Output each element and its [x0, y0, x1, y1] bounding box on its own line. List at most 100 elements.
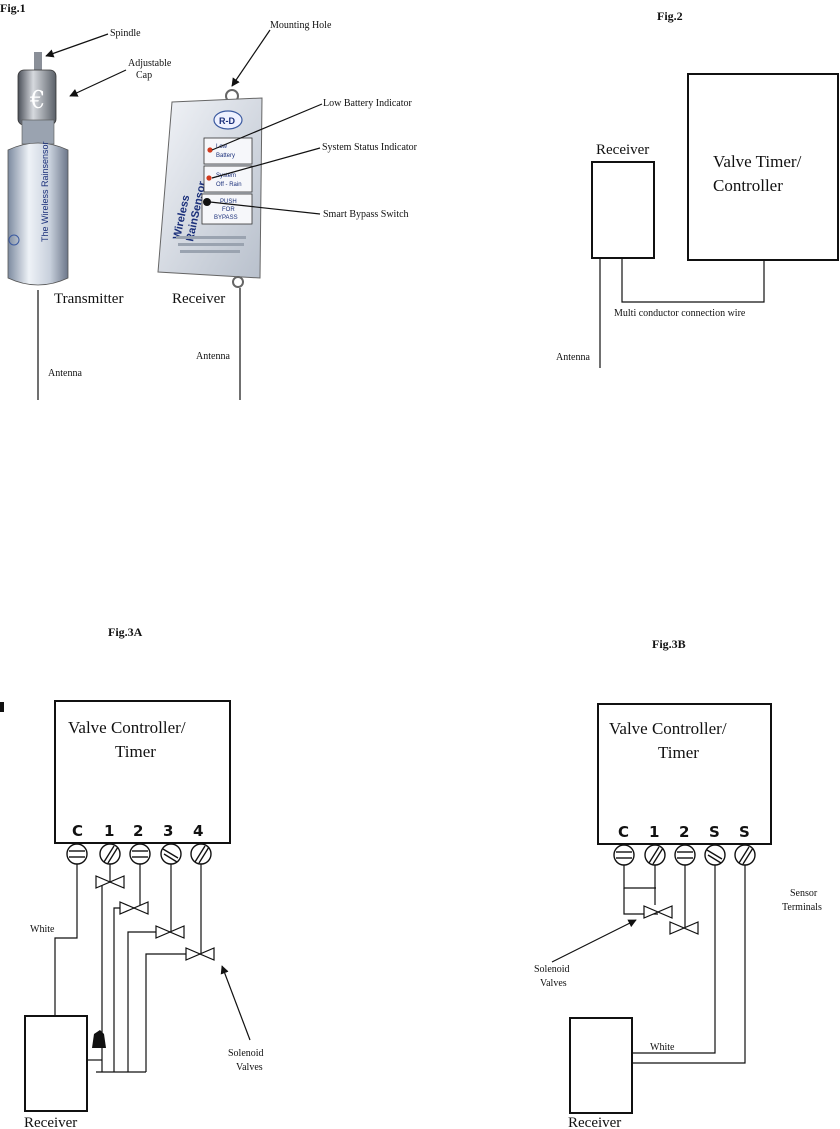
leader-bypass-switch [209, 201, 321, 215]
fig3b-terminal-screw-s2 [734, 844, 756, 866]
fig3a-terminal-screw-3 [160, 843, 182, 865]
fig3b-terminal-label-2: 2 [679, 823, 689, 841]
receiver-fineprint-2 [178, 243, 244, 246]
fig2-antenna-label: Antenna [556, 352, 590, 363]
fig3a-controller-label-2: Timer [115, 742, 156, 761]
fig3a-solenoid-arrow [220, 965, 251, 1041]
fig3b-terminal-label-1: 1 [649, 823, 659, 841]
panel-system-status [203, 165, 253, 193]
fig3a: Fig.3A Valve Controller/ Timer C 1 2 3 4 [0, 625, 264, 1129]
fig2-connection-wire [621, 258, 765, 303]
panel-bypass [201, 193, 253, 225]
fig3b-solenoid-arrow [551, 919, 637, 963]
receiver-logo [213, 110, 243, 130]
receiver-fineprint-1 [176, 236, 246, 239]
fig3b-sensor-label-1: Sensor [790, 888, 818, 899]
fig2-wire-label: Multi conductor connection wire [614, 308, 746, 319]
transmitter-body [7, 142, 69, 286]
transmitter-spindle [34, 52, 42, 72]
fig3a-terminal-screw-2 [129, 843, 151, 865]
bypass-switch-button [203, 198, 211, 206]
panel-low-1: Low [216, 144, 228, 150]
label-antenna-right: Antenna [196, 351, 230, 362]
fig3b-wire-common-top [623, 865, 656, 889]
receiver-fineprint-3 [180, 250, 240, 253]
fig2-receiver-label: Receiver [596, 142, 649, 158]
fig3a-terminal-label-1: 1 [104, 822, 114, 840]
fig1-title: Fig.1 [0, 1, 26, 15]
fig3b-white-label: White [650, 1042, 675, 1053]
fig3b-terminal-screw-2 [674, 844, 696, 866]
fig2-title: Fig.2 [657, 9, 683, 23]
mounting-hole-bottom [232, 276, 244, 288]
fig3a-white-label: White [30, 924, 55, 935]
fig3a-solenoid-valve-2 [119, 901, 149, 915]
panel-bypass-3: BYPASS [214, 215, 238, 221]
fig3b-terminal-screw-1 [644, 844, 666, 866]
label-transmitter: Transmitter [54, 291, 123, 307]
fig3b-terminal-screw-c [613, 844, 635, 866]
fig3b-solenoid-label-1: Solenoid [534, 964, 570, 975]
fig3b-receiver-label: Receiver [568, 1115, 621, 1129]
arrow-mounting-hole [231, 29, 271, 87]
panel-bypass-2: FOR [222, 207, 235, 213]
fig3a-terminal-label-3: 3 [163, 822, 173, 840]
fig3a-controller-box [54, 700, 231, 844]
fig3a-receiver-label: Receiver [24, 1115, 77, 1129]
label-spindle: Spindle [110, 28, 141, 39]
fig3a-edge-mark [0, 702, 4, 712]
transmitter-neck [21, 119, 55, 145]
panel-status-1: System [216, 173, 236, 179]
receiver-logo-text: R-D [219, 116, 235, 126]
fig3a-solenoid-valve-1 [95, 875, 125, 889]
fig3a-solenoid-valve-4 [185, 947, 215, 961]
transmitter-device: € The Wireless Rainsensor [7, 52, 69, 286]
fig3b-sensor-label-2: Terminals [782, 902, 822, 913]
fig3b-wire-sensor1 [632, 865, 716, 1054]
fig2-controller-label-2: Controller [713, 176, 783, 195]
fig3a-terminal-screw-4 [190, 843, 212, 865]
label-mounting-hole: Mounting Hole [270, 20, 332, 31]
receiver-device: R-D Wireless RainSensor Low Battery Syst… [157, 89, 263, 288]
fig3b-solenoid-label-2: Valves [540, 978, 567, 989]
fig3b-terminal-label-c: C [618, 823, 629, 841]
fig3a-solenoid-valve-3 [155, 925, 185, 939]
fig3b-receiver-box [569, 1017, 633, 1114]
fig3a-wire-zone4 [145, 864, 202, 1072]
fig3a-solenoid-label-2: Valves [236, 1062, 263, 1073]
leader-system-status [211, 147, 321, 179]
fig3a-title: Fig.3A [108, 625, 143, 639]
label-adjustable-cap-2: Cap [136, 70, 152, 81]
label-receiver-fig1: Receiver [172, 291, 225, 307]
fig3b-terminal-label-s1: S [709, 823, 720, 841]
transmitter-brand: The Wireless Rainsensor [40, 141, 50, 242]
label-adjustable-cap-1: Adjustable [128, 58, 172, 69]
panel-bypass-1: PUSH [220, 199, 237, 205]
fig3a-wire-zone2 [113, 864, 141, 1072]
system-status-led [206, 175, 212, 181]
fig3a-solenoid-label-1: Solenoid [228, 1048, 264, 1059]
fig2-controller-box [687, 73, 839, 261]
fig3a-wire-nut-icon [92, 1030, 106, 1048]
fig3b-controller-label-2: Timer [658, 743, 699, 762]
fig3a-terminal-label-4: 4 [193, 822, 203, 840]
arrow-spindle [45, 33, 109, 58]
fig2-controller-label-1: Valve Timer/ [713, 152, 802, 171]
fig3a-terminal-label-c: C [72, 822, 83, 840]
label-bypass-switch: Smart Bypass Switch [323, 209, 409, 220]
fig2: Fig.2 Receiver Valve Timer/ Controller M… [556, 9, 839, 368]
label-antenna-left: Antenna [48, 368, 82, 379]
fig3b-controller-label-1: Valve Controller/ [609, 719, 727, 738]
panel-status-2: Off - Rain [216, 182, 242, 188]
fig2-receiver-box [591, 161, 655, 259]
transmitter-seal-icon [8, 234, 20, 246]
fig3b-solenoid-valve-1 [643, 905, 673, 919]
panel-low-2: Battery [216, 153, 235, 159]
fig3b: Fig.3B Valve Controller/ Timer C 1 2 S S [534, 637, 822, 1129]
fig3a-receiver-box [24, 1015, 88, 1112]
fig3a-wire-zone3 [127, 864, 172, 1072]
fig3a-terminal-label-2: 2 [133, 822, 143, 840]
leader-low-battery [211, 103, 323, 151]
label-low-battery: Low Battery Indicator [323, 98, 413, 109]
